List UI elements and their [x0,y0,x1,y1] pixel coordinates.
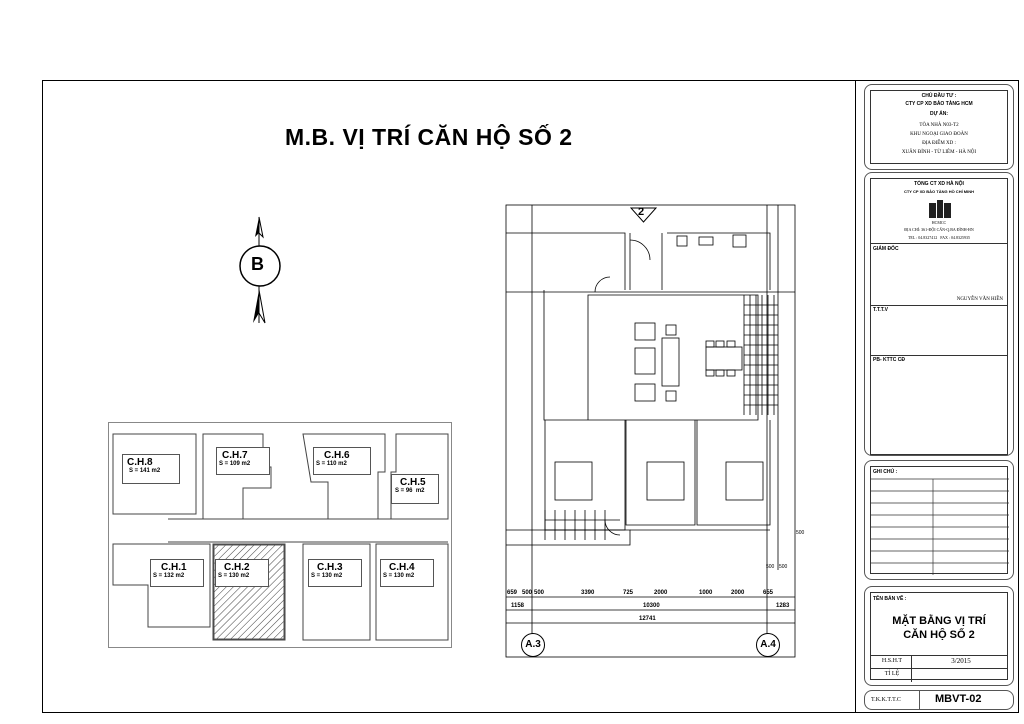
dim: 10300 [643,603,660,609]
top-dimension: 500 [766,564,775,570]
unit-name: C.H.6 [324,450,350,461]
sheet-border [42,80,1019,713]
drawing-name-label: TÊN BẢN VẼ : [873,596,907,602]
unit-ch2-highlighted: C.H.2 S = 130 m2 [215,559,269,587]
dim: 500 [534,590,545,596]
dept-label: PB- KTTC CĐ [873,357,905,363]
unit-name: C.H.1 [161,562,187,573]
scale-label: TỈ LỆ [884,671,900,677]
director-name: NGUYỄN VĂN HIỀN [956,297,1003,302]
dim: 500 [522,590,533,596]
dim: 1000 [699,590,713,596]
location-label: ĐỊA ĐIỂM XD : [922,141,956,146]
issue-date: 3/2015 [951,657,971,665]
dim: 2000 [654,590,668,596]
unit-area: S = 141 m2 [129,468,161,474]
unit-ch7: C.H.7 S = 109 m2 [216,447,270,475]
north-arrow-icon: B [236,215,286,325]
logo-text: HCMCC [931,220,947,225]
drawing-title: M.B. VỊ TRÍ CĂN HỘ SỐ 2 [285,124,573,150]
title-block-divider [855,80,856,713]
design-label: T.K.K.T.T.C [871,697,901,703]
notes-label: GHI CHÚ : [873,469,898,475]
director-label: GIÁM ĐỐC [873,246,899,252]
owner: CTY CP XD BẢO TÀNG HCM [905,101,973,107]
grid-axis-a4: A.4 [756,633,780,657]
unit-area: S = 109 m2 [219,461,251,467]
unit-ch4: C.H.4 S = 130 m2 [380,559,434,587]
unit-ch1: C.H.1 S = 132 m2 [150,559,204,587]
key-plan: C.H.8 S = 141 m2 C.H.7 S = 109 m2 C.H.6 … [108,422,452,648]
dim: 2000 [731,590,745,596]
dim: 655 [763,590,774,596]
project-label: DỰ ÁN: [929,111,949,117]
owner-label: CHỦ ĐẦU TƯ : [921,93,957,99]
floor-plan: 2 500 500 500 659 500 500 3390 725 2000 … [500,200,810,660]
unit-name: C.H.7 [222,450,248,461]
company: CTY CP XD BẢO TÀNG HỒ CHÍ MINH [903,189,975,194]
dim: 1158 [511,603,525,609]
unit-name: C.H.2 [224,562,250,573]
location: XUÂN ĐỈNH - TỪ LIÊM - HÀ NỘI [901,150,977,155]
notes-block: GHI CHÚ : [864,460,1014,580]
company-parent: TỔNG CT XD HÀ NỘI [914,181,964,187]
unit-ch3: C.H.3 S = 130 m2 [308,559,362,587]
side-dimension: 500 [796,530,805,536]
company-block: TỔNG CT XD HÀ NỘI CTY CP XD BẢO TÀNG HỒ … [864,172,1014,456]
project-info-block: CHỦ ĐẦU TƯ : CTY CP XD BẢO TÀNG HCM DỰ Á… [864,84,1014,170]
dimension-total: 12741 [639,616,656,622]
drawing-name-line2: CĂN HỘ SỐ 2 [903,629,975,641]
project-line1: TÒA NHÀ N03-T2 [919,123,959,128]
top-dimension: 500 [779,564,788,570]
unit-area: S = 110 m2 [316,461,347,467]
unit-area: S = 130 m2 [311,573,343,579]
grid-axis-a3: A.3 [521,633,545,657]
unit-ch5: C.H.5 S = 96 m2 [391,474,439,504]
unit-marker: 2 [638,206,645,218]
unit-area: S = 130 m2 [383,573,415,579]
unit-ch6: C.H.6 S = 110 m2 [313,447,371,475]
drawing-name-block: TÊN BẢN VẼ : MẶT BẰNG VỊ TRÍ CĂN HỘ SỐ 2… [864,586,1014,686]
dim: 3390 [581,590,595,596]
drawing-name-line1: MẶT BẰNG VỊ TRÍ [892,615,986,627]
hsht-label: H.S.H.T [881,658,903,664]
dim: 659 [507,590,518,596]
company-logo-icon [926,199,954,221]
unit-name: C.H.4 [389,562,415,573]
dim: 725 [623,590,634,596]
dimension-row-2: 1158 10300 1283 [506,603,795,611]
ttv-label: T.T.T.V [873,307,889,313]
dim: 1283 [776,603,790,609]
unit-area: S = 132 m2 [153,573,185,579]
address: ĐỊA CHỈ: 361-ĐỘI CẤN-Q.BA ĐÌNH-HN [904,227,974,232]
north-arrow-label: B [251,254,264,274]
contact: TEL : 04.8327412 FAX : 04.8325935 [907,235,971,240]
sheet-code-block: T.K.K.T.T.C MBVT-02 [864,690,1014,710]
dimension-row-1: 659 500 500 3390 725 2000 1000 2000 655 [506,590,795,598]
project-line2: KHU NGOẠI GIAO ĐOÀN [910,132,968,137]
unit-area: S = 96 m2 [395,488,425,494]
unit-name: C.H.3 [317,562,343,573]
sheet-code: MBVT-02 [935,693,982,705]
unit-name: C.H.5 [400,477,426,488]
unit-name: C.H.8 [127,457,153,468]
unit-area: S = 130 m2 [218,573,250,579]
unit-ch8: C.H.8 S = 141 m2 [122,454,180,484]
